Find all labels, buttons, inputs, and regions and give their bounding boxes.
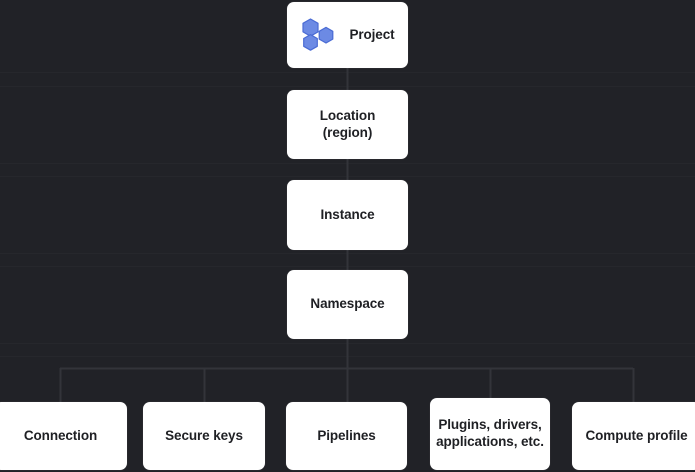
node-label: Instance — [320, 206, 375, 222]
node-label: Pipelines — [317, 427, 376, 443]
background-band — [0, 86, 695, 87]
node-pipelines[interactable]: Pipelines — [286, 402, 407, 470]
node-secure-keys[interactable]: Secure keys — [143, 402, 265, 470]
background-band — [0, 72, 695, 73]
background-band — [0, 176, 695, 177]
node-project[interactable]: Project — [287, 2, 408, 68]
node-plugins[interactable]: Plugins, drivers, applications, etc. — [430, 398, 550, 470]
node-instance[interactable]: Instance — [287, 180, 408, 250]
background-band — [0, 343, 695, 344]
node-label: Connection — [23, 427, 98, 443]
background-band — [0, 253, 695, 254]
node-label: Location (region) — [319, 107, 376, 140]
node-label: Namespace — [310, 296, 385, 312]
node-label: Project — [349, 26, 395, 42]
background-band — [0, 356, 695, 357]
node-compute-profile[interactable]: Compute profile — [572, 402, 695, 470]
background-band — [0, 163, 695, 164]
node-label: Compute profile — [585, 427, 688, 443]
background-band — [0, 266, 695, 267]
node-label: Plugins, drivers, applications, etc. — [436, 417, 544, 449]
node-label: Secure keys — [165, 427, 243, 443]
node-connection[interactable]: Connection — [0, 402, 127, 470]
node-location[interactable]: Location (region) — [287, 90, 408, 159]
node-namespace[interactable]: Namespace — [287, 270, 408, 339]
hexagon-cluster-icon — [302, 18, 334, 51]
